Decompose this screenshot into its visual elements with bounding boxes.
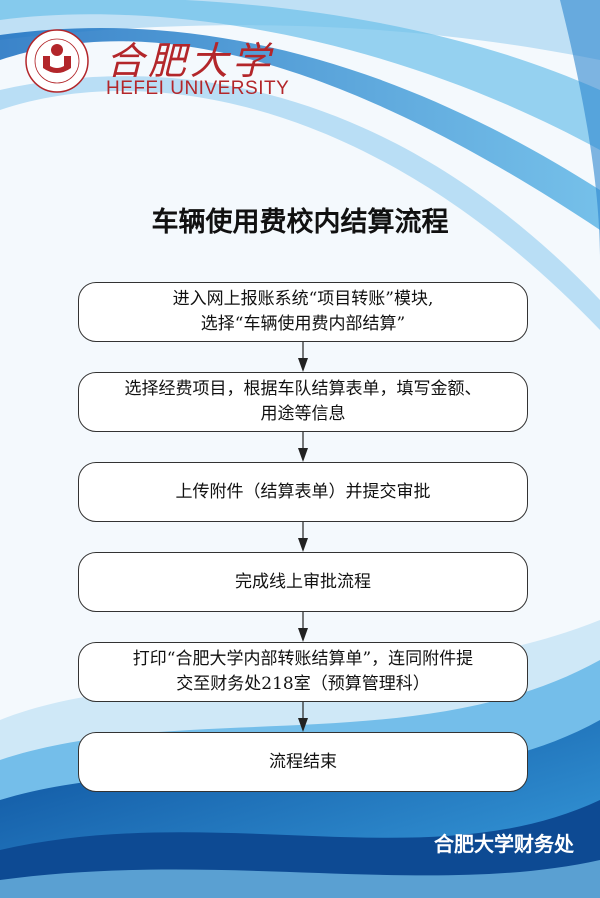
arrow-down-icon	[298, 522, 308, 552]
step-text: 选择经费项目，根据车队结算表单，填写金额、	[124, 379, 482, 399]
arrow-down-icon	[298, 702, 308, 732]
university-seal-logo	[25, 29, 89, 93]
flow-step-5: 打印“合肥大学内部转账结算单”，连同附件提交至财务处218室（预算管理科）	[78, 642, 528, 702]
flow-step-6: 流程结束	[78, 732, 528, 792]
step-text: 打印“合肥大学内部转账结算单”，连同附件提	[132, 649, 474, 669]
footer-department: 合肥大学财务处	[434, 832, 574, 856]
arrow-down-icon	[298, 612, 308, 642]
step-text: 交至财务处218室（预算管理科）	[176, 674, 430, 694]
step-text: 选择“车辆使用费内部结算”	[200, 314, 406, 334]
step-text: 上传附件（结算表单）并提交审批	[175, 481, 431, 502]
flow-step-3: 上传附件（结算表单）并提交审批	[78, 462, 528, 522]
step-text: 完成线上审批流程	[235, 571, 371, 592]
arrow-down-icon	[298, 342, 308, 372]
arrow-down-icon	[298, 432, 308, 462]
flow-step-4: 完成线上审批流程	[78, 552, 528, 612]
flow-step-2: 选择经费项目，根据车队结算表单，填写金额、用途等信息	[78, 372, 528, 432]
page-title: 车辆使用费校内结算流程	[151, 207, 449, 238]
university-name-en: HEFEI UNIVERSITY	[106, 78, 290, 99]
step-text: 流程结束	[269, 751, 337, 772]
step-text: 用途等信息	[260, 404, 346, 424]
flow-step-1: 进入网上报账系统“项目转账”模块, 选择“车辆使用费内部结算”	[78, 282, 528, 342]
university-name-cn: 合肥大学	[106, 39, 275, 83]
step-text: 进入网上报账系统“项目转账”模块,	[172, 289, 434, 309]
